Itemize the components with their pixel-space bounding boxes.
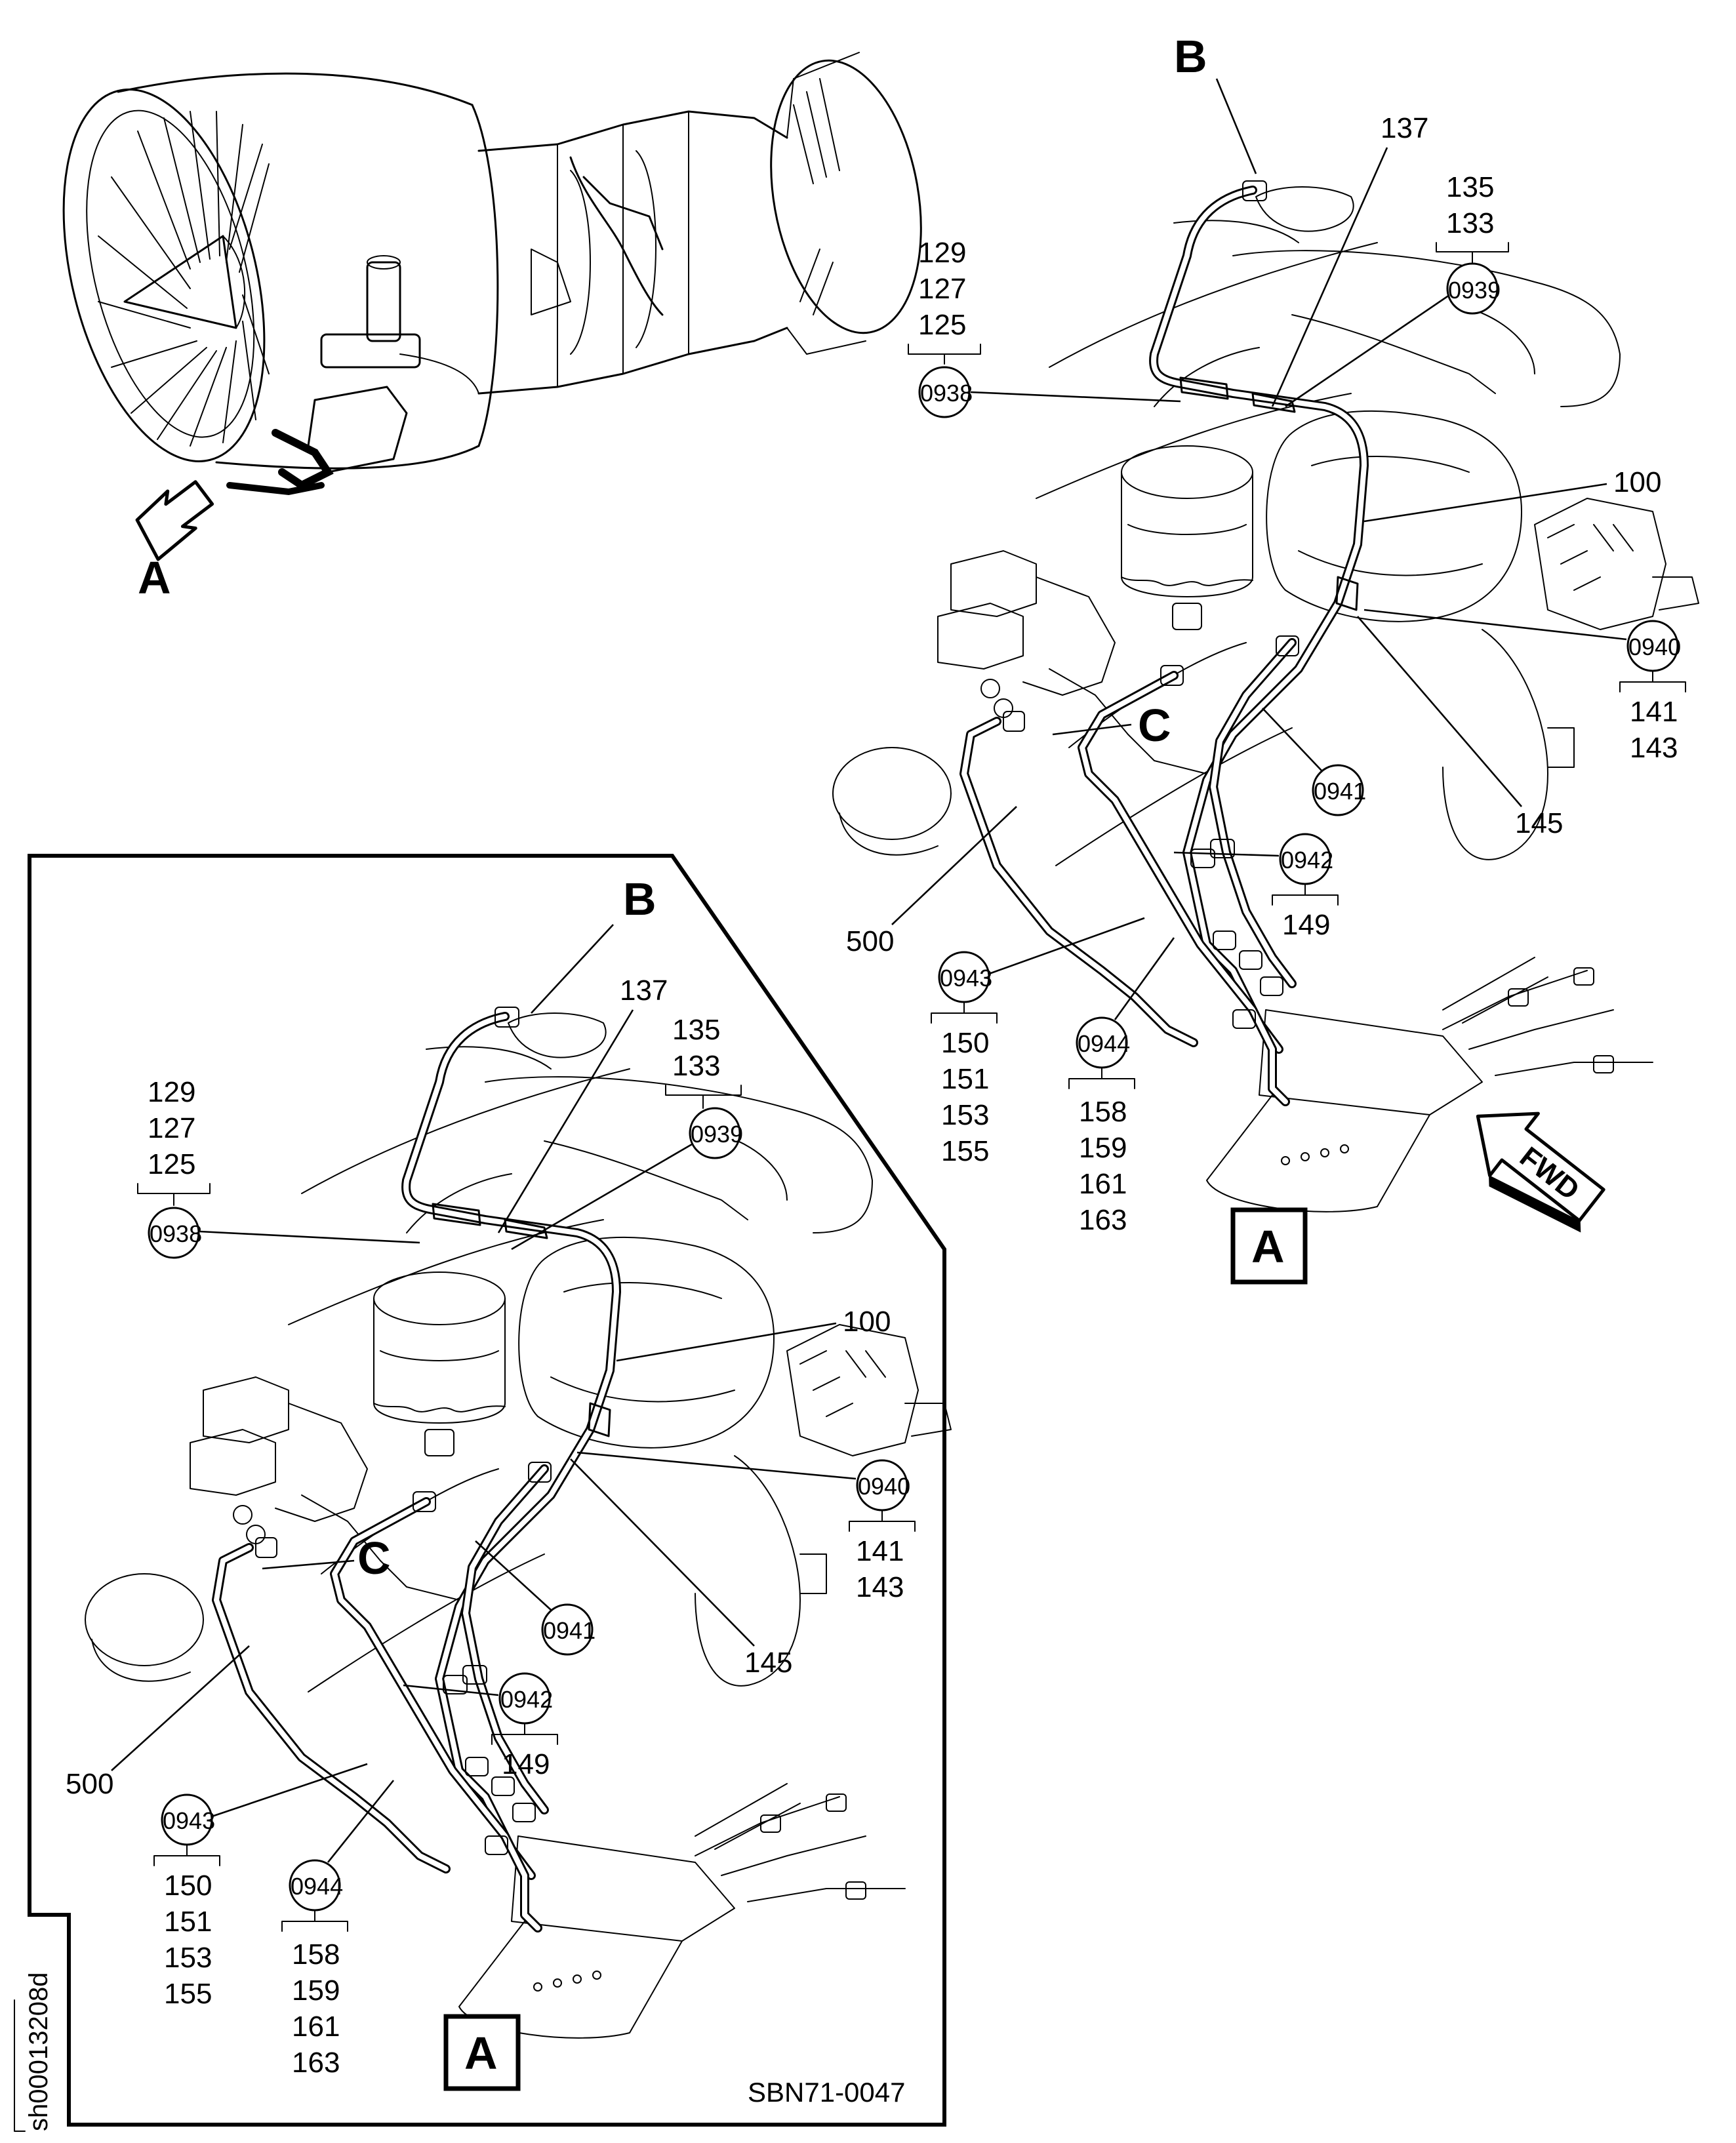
svg-text:135: 135 (672, 1014, 720, 1046)
part-141: 141 (1630, 696, 1678, 728)
sheet-id: sh00013208d (14, 1973, 53, 2132)
svg-text:125: 125 (148, 1148, 195, 1180)
part-129: 129 (918, 237, 966, 269)
svg-text:0941: 0941 (543, 1617, 595, 1644)
callout-0942: 0942 (1281, 847, 1333, 873)
svg-text:0943: 0943 (163, 1807, 215, 1834)
part-151: 151 (941, 1063, 989, 1095)
svg-text:159: 159 (292, 1974, 340, 2007)
svg-text:155: 155 (164, 1978, 212, 2010)
svg-text:133: 133 (672, 1050, 720, 1082)
fwd-arrow-icon: FWD (1476, 1112, 1605, 1233)
part-150: 150 (941, 1027, 989, 1059)
part-163: 163 (1079, 1204, 1127, 1236)
part-137: 137 (1381, 112, 1428, 144)
part-145: 145 (1515, 807, 1563, 839)
svg-text:0938: 0938 (150, 1220, 202, 1247)
part-149: 149 (1282, 909, 1330, 941)
part-153: 153 (941, 1099, 989, 1131)
svg-text:0942: 0942 (500, 1686, 553, 1713)
view-a-tag-lower: A (443, 2014, 521, 2091)
svg-text:150: 150 (164, 1870, 212, 1902)
view-label-a: A (138, 552, 171, 603)
callout-0938: 0938 (920, 380, 973, 407)
detail-frame (28, 854, 946, 2127)
part-133: 133 (1446, 207, 1494, 239)
svg-text:127: 127 (148, 1112, 195, 1144)
part-127: 127 (918, 273, 966, 305)
lower-callouts: B 137 135 133 0939 129 127 125 0938 100 … (66, 873, 916, 2079)
part-158: 158 (1079, 1096, 1127, 1128)
view-label-b: B (1174, 31, 1207, 82)
view-label-c: C (1138, 700, 1171, 751)
svg-text:158: 158 (292, 1938, 340, 1971)
part-125: 125 (918, 309, 966, 341)
svg-text:163: 163 (292, 2047, 340, 2079)
callout-0940: 0940 (1628, 633, 1681, 660)
svg-text:129: 129 (148, 1076, 195, 1108)
svg-text:151: 151 (164, 1906, 212, 1938)
callout-0939: 0939 (1448, 277, 1501, 304)
svg-text:145: 145 (744, 1647, 792, 1679)
part-100: 100 (1613, 466, 1661, 498)
part-500: 500 (846, 925, 894, 957)
upper-callouts: B 137 135 133 0939 129 127 125 0938 100 … (846, 31, 1686, 1236)
part-159: 159 (1079, 1132, 1127, 1164)
callout-0941: 0941 (1314, 778, 1366, 805)
callout-0943: 0943 (940, 965, 992, 991)
part-135: 135 (1446, 171, 1494, 203)
view-a-tag-upper: A (1230, 1207, 1308, 1285)
svg-text:0944: 0944 (291, 1873, 343, 1900)
bulletin-number: SBN71-0047 (748, 2077, 906, 2108)
part-161: 161 (1079, 1168, 1127, 1200)
svg-text:0940: 0940 (858, 1473, 910, 1500)
part-155: 155 (941, 1135, 989, 1167)
svg-text:161: 161 (292, 2011, 340, 2043)
part-143: 143 (1630, 732, 1678, 764)
svg-text:0939: 0939 (691, 1121, 743, 1148)
svg-text:137: 137 (620, 974, 668, 1007)
detail-a-lower (85, 1007, 951, 2038)
svg-text:A: A (464, 2028, 498, 2079)
svg-text:500: 500 (66, 1768, 113, 1800)
svg-text:141: 141 (856, 1535, 904, 1567)
svg-text:C: C (357, 1532, 391, 1584)
svg-text:143: 143 (856, 1571, 904, 1603)
svg-text:149: 149 (502, 1748, 550, 1780)
svg-text:A: A (1251, 1221, 1285, 1272)
callout-0944: 0944 (1078, 1030, 1130, 1057)
svg-text:sh00013208d: sh00013208d (24, 1973, 53, 2131)
engine-overview-drawing (29, 49, 941, 492)
svg-text:B: B (623, 873, 656, 925)
svg-text:153: 153 (164, 1942, 212, 1974)
view-arrow-icon (135, 480, 214, 561)
svg-text:100: 100 (843, 1306, 891, 1338)
